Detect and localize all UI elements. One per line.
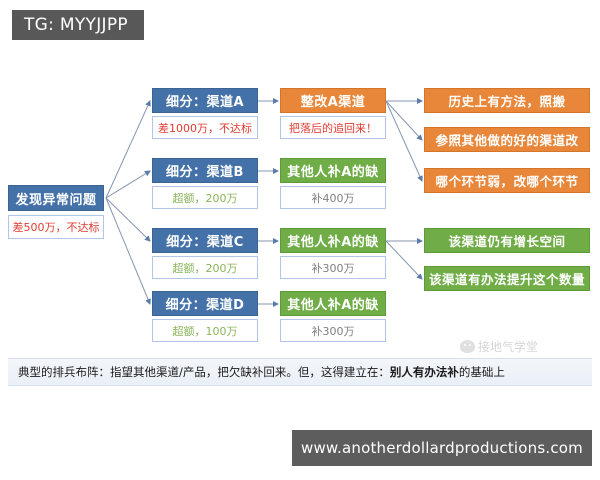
channel-c-note: 超额，200万: [152, 256, 258, 279]
channel-b-title: 细分：渠道B: [152, 158, 258, 183]
root-note: 差500万，不达标: [8, 215, 104, 239]
channel-a-title: 细分：渠道A: [152, 88, 258, 113]
node-action-c[interactable]: 其他人补A的缺 补300万: [280, 228, 386, 279]
outcome-2-title: 参照其他做的好的渠道改: [424, 127, 590, 152]
root-title: 发现异常问题: [8, 185, 104, 211]
action-a-title: 整改A渠道: [280, 88, 386, 113]
node-root[interactable]: 发现异常问题 差500万，不达标: [8, 185, 104, 239]
watermark: 接地气学堂: [460, 338, 538, 355]
action-b-title: 其他人补A的缺: [280, 158, 386, 183]
action-d-title: 其他人补A的缺: [280, 291, 386, 316]
wechat-icon: [460, 340, 475, 353]
action-d-note: 补300万: [280, 319, 386, 342]
node-channel-b[interactable]: 细分：渠道B 超额，200万: [152, 158, 258, 209]
node-channel-c[interactable]: 细分：渠道C 超额，200万: [152, 228, 258, 279]
node-action-b[interactable]: 其他人补A的缺 补400万: [280, 158, 386, 209]
channel-a-note: 差1000万，不达标: [152, 116, 258, 139]
caption-bold: 别人有办法补: [389, 365, 459, 379]
footer-url: www.anotherdollardproductions.com: [292, 430, 592, 466]
caption-prefix: 典型的排兵布阵：指望其他渠道/产品，把欠缺补回来。但，这得建立在：: [18, 365, 390, 379]
node-outcome-3[interactable]: 哪个环节弱，改哪个环节: [424, 168, 590, 193]
action-c-note: 补300万: [280, 256, 386, 279]
outcome-1-title: 历史上有方法，照搬: [424, 88, 590, 113]
channel-d-title: 细分：渠道D: [152, 291, 258, 316]
node-outcome-5[interactable]: 该渠道有办法提升这个数量: [424, 266, 590, 291]
node-outcome-2[interactable]: 参照其他做的好的渠道改: [424, 127, 590, 152]
outcome-4-title: 该渠道仍有增长空间: [424, 228, 590, 253]
channel-b-note: 超额，200万: [152, 186, 258, 209]
node-outcome-4[interactable]: 该渠道仍有增长空间: [424, 228, 590, 253]
action-b-note: 补400万: [280, 186, 386, 209]
caption-bar: 典型的排兵布阵：指望其他渠道/产品，把欠缺补回来。但，这得建立在：别人有办法补的…: [8, 358, 592, 386]
action-a-note: 把落后的追回来！: [280, 116, 386, 139]
node-outcome-1[interactable]: 历史上有方法，照搬: [424, 88, 590, 113]
node-channel-a[interactable]: 细分：渠道A 差1000万，不达标: [152, 88, 258, 139]
action-c-title: 其他人补A的缺: [280, 228, 386, 253]
outcome-5-title: 该渠道有办法提升这个数量: [424, 266, 590, 291]
caption-suffix: 的基础上: [458, 365, 505, 379]
node-action-d[interactable]: 其他人补A的缺 补300万: [280, 291, 386, 342]
channel-d-note: 超额，100万: [152, 319, 258, 342]
channel-c-title: 细分：渠道C: [152, 228, 258, 253]
outcome-3-title: 哪个环节弱，改哪个环节: [424, 168, 590, 193]
node-channel-d[interactable]: 细分：渠道D 超额，100万: [152, 291, 258, 342]
watermark-text: 接地气学堂: [478, 340, 539, 354]
node-action-a[interactable]: 整改A渠道 把落后的追回来！: [280, 88, 386, 139]
tg-badge: TG: MYYJJPP: [12, 10, 144, 40]
